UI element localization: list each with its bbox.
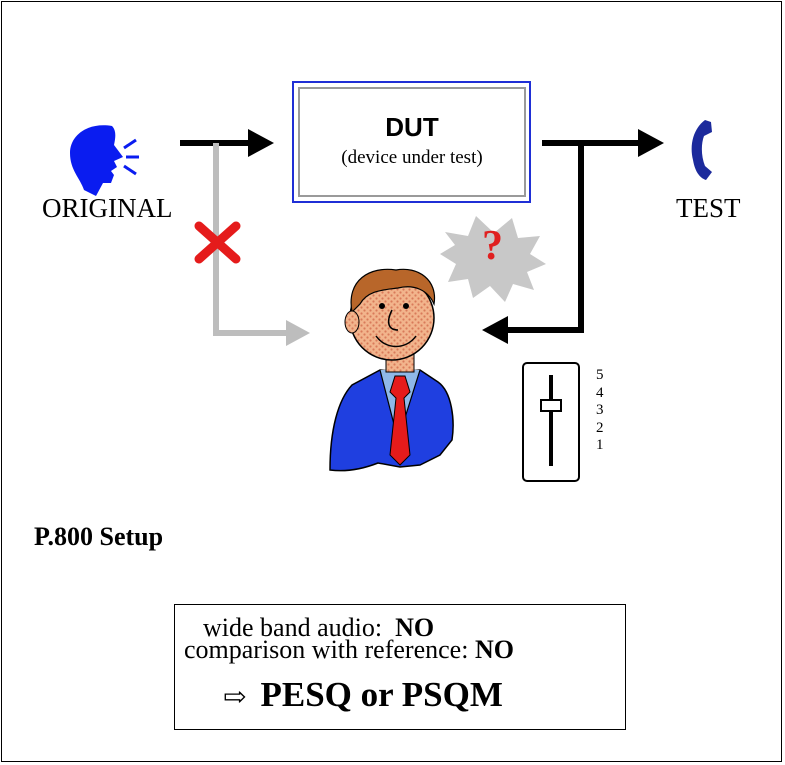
question-mark: ?: [482, 223, 503, 269]
info-result-row: ⇨ PESQ or PSQM: [223, 675, 503, 718]
scale-value: 2: [596, 419, 604, 436]
info-result: PESQ or PSQM: [260, 675, 503, 714]
dut-subtitle: (device under test): [341, 147, 483, 168]
arrow-right-icon: ⇨: [223, 682, 247, 713]
red-cross-icon: [194, 221, 241, 264]
scale-value: 5: [596, 367, 604, 383]
setup-title: P.800 Setup: [34, 522, 164, 551]
label-test: TEST: [676, 193, 741, 223]
label-original: ORIGINAL: [42, 193, 173, 223]
info-comparison-label: comparison with reference:: [184, 635, 469, 664]
dut-title: DUT: [385, 112, 439, 142]
dut-box-outer: [292, 81, 531, 203]
info-box: wide band audio: NO comparison with refe…: [174, 604, 626, 730]
arrow-dut-to-test: [482, 129, 664, 344]
rating-scale: 5 4 3 2 1: [596, 367, 616, 455]
info-wideband-row: wide band audio: NO: [203, 615, 434, 641]
rating-slider-icon: [522, 362, 580, 482]
dut-box: DUT (device under test): [298, 87, 526, 197]
scale-value: 1: [596, 437, 604, 453]
info-wideband-value: NO: [395, 613, 435, 642]
scale-value: 3: [596, 402, 604, 418]
info-comparison-row: comparison with reference: NO: [184, 637, 514, 663]
arrow-original-to-dut: [180, 129, 274, 157]
speaking-head-icon: [70, 125, 139, 196]
question-burst-icon: [440, 216, 546, 302]
info-wideband-label: wide band audio:: [203, 613, 383, 642]
scale-value: 4: [596, 384, 604, 401]
info-comparison-value: NO: [474, 635, 514, 664]
listener-person-icon: [329, 268, 454, 472]
telephone-handset-icon: [691, 120, 712, 180]
reference-path-gray: [213, 143, 310, 346]
